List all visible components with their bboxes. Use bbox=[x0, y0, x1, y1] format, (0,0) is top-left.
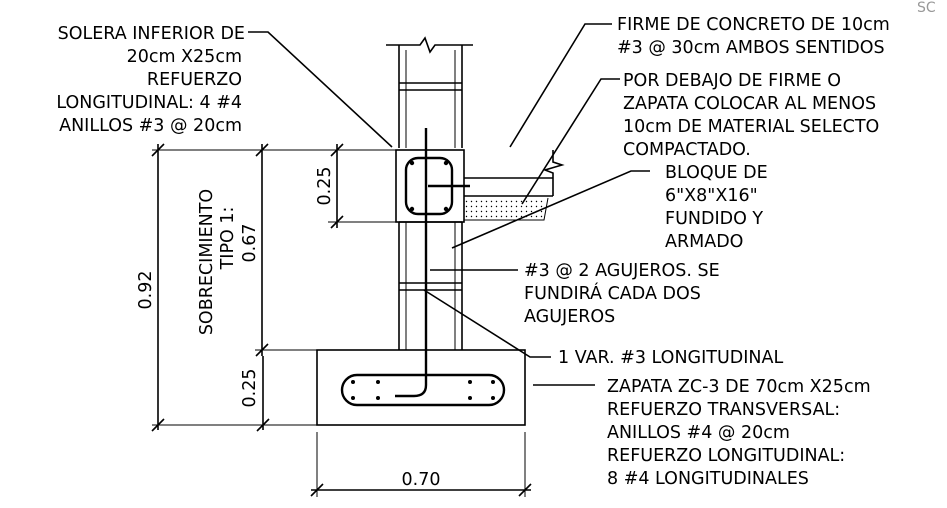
note-bloque-line: BLOQUE DE bbox=[665, 163, 768, 183]
note-agujeros-line: AGUJEROS bbox=[524, 307, 615, 327]
note-zapata-line: REFUERZO LONGITUDINAL: bbox=[607, 446, 845, 466]
leader-lines bbox=[248, 23, 650, 386]
note-zapata-line: ZAPATA ZC-3 DE 70cm X25cm bbox=[607, 377, 871, 397]
note-material-line: POR DEBAJO DE FIRME O bbox=[623, 71, 841, 91]
note-solera-line: 20cm X25cm bbox=[127, 47, 242, 67]
note-firme: FIRME DE CONCRETO DE 10cm #3 @ 30cm AMBO… bbox=[617, 15, 890, 58]
floor-slab bbox=[464, 150, 565, 221]
note-material-line: 10cm DE MATERIAL SELECTO bbox=[623, 117, 879, 137]
note-firme-line: #3 @ 30cm AMBOS SENTIDOS bbox=[617, 38, 885, 58]
note-material: POR DEBAJO DE FIRME O ZAPATA COLOCAR AL … bbox=[623, 71, 879, 160]
note-agujeros-line: FUNDIRÁ CADA DOS bbox=[524, 282, 701, 304]
note-solera-line: ANILLOS #3 @ 20cm bbox=[59, 116, 242, 136]
note-varilla: 1 VAR. #3 LONGITUDINAL bbox=[558, 348, 783, 368]
note-bloque-line: FUNDIDO Y bbox=[665, 209, 763, 229]
note-material-line: COMPACTADO. bbox=[623, 140, 751, 160]
note-solera: SOLERA INFERIOR DE 20cm X25cm REFUERZO L… bbox=[56, 24, 245, 136]
corner-mark: SC bbox=[917, 0, 936, 16]
note-firme-line: FIRME DE CONCRETO DE 10cm bbox=[617, 15, 890, 35]
block-wall bbox=[386, 36, 473, 350]
note-bloque: BLOQUE DE 6"X8"X16" FUNDIDO Y ARMADO bbox=[665, 163, 768, 252]
dim-zapata-width: 0.70 bbox=[402, 470, 441, 490]
dimensions bbox=[151, 143, 532, 497]
note-zapata-line: ANILLOS #4 @ 20cm bbox=[607, 423, 790, 443]
dim-solera-height: 0.25 bbox=[315, 167, 335, 206]
dim-total-height: 0.92 bbox=[136, 271, 156, 310]
note-zapata-line: REFUERZO TRANSVERSAL: bbox=[607, 400, 840, 420]
note-material-line: ZAPATA COLOCAR AL MENOS bbox=[623, 94, 876, 114]
sobrecimiento-label: SOBRECIMIENTO bbox=[197, 189, 217, 335]
zapata-stirrup bbox=[340, 373, 506, 407]
note-zapata-line: 8 #4 LONGITUDINALES bbox=[607, 469, 809, 489]
note-agujeros-line: #3 @ 2 AGUJEROS. SE bbox=[524, 261, 720, 281]
note-solera-line: SOLERA INFERIOR DE bbox=[58, 24, 245, 44]
dim-zapata-height: 0.25 bbox=[240, 369, 260, 408]
dim-sobrecimiento-height: 0.67 bbox=[240, 224, 260, 263]
vertical-rebar bbox=[395, 128, 428, 398]
note-solera-line: REFUERZO bbox=[147, 70, 242, 90]
note-varilla-line: 1 VAR. #3 LONGITUDINAL bbox=[558, 348, 783, 368]
note-bloque-line: 6"X8"X16" bbox=[665, 186, 758, 206]
zapata-footing bbox=[316, 349, 526, 426]
note-bloque-line: ARMADO bbox=[665, 232, 743, 252]
note-solera-line: LONGITUDINAL: 4 #4 bbox=[56, 93, 242, 113]
tipo-label: TIPO 1: bbox=[218, 207, 238, 271]
note-zapata: ZAPATA ZC-3 DE 70cm X25cm REFUERZO TRANS… bbox=[607, 377, 871, 489]
note-agujeros: #3 @ 2 AGUJEROS. SE FUNDIRÁ CADA DOS AGU… bbox=[524, 261, 720, 327]
